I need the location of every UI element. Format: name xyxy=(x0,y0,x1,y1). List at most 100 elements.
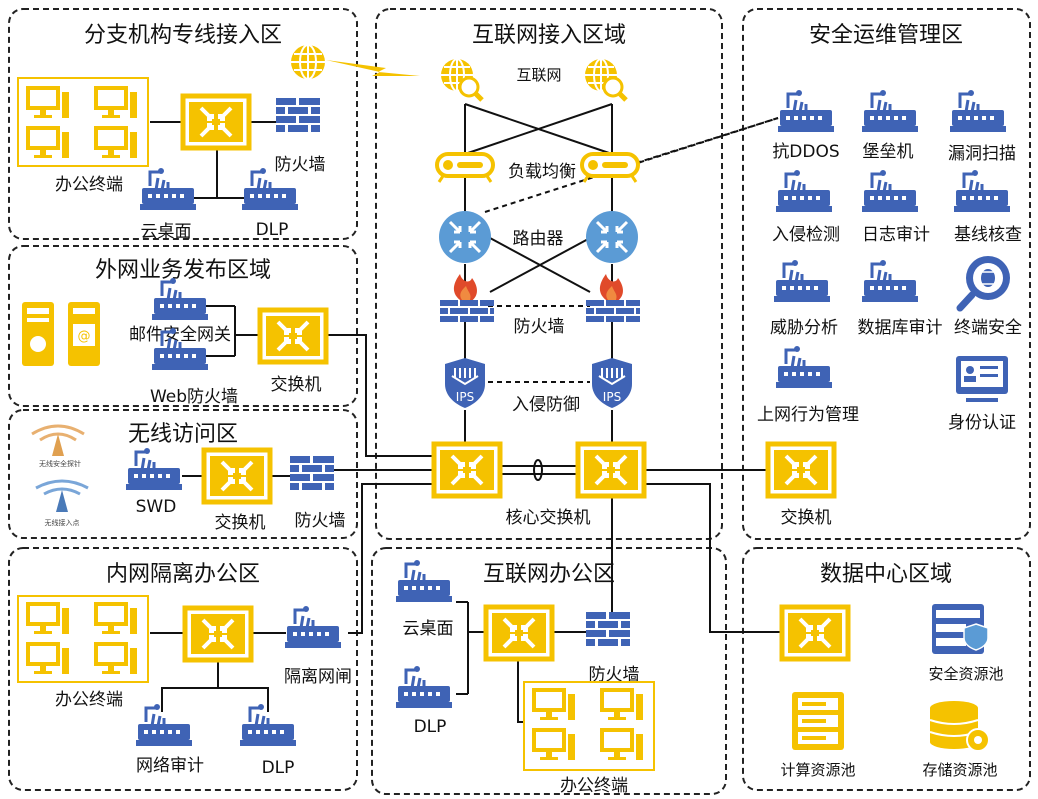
swd-label: SWD xyxy=(136,497,177,517)
wireless-firewall-icon[interactable] xyxy=(290,456,334,490)
bastion-host-icon[interactable] xyxy=(860,88,920,134)
endpoint-security-icon[interactable] xyxy=(956,256,1010,312)
ids-icon[interactable] xyxy=(774,168,834,214)
storage-pool-label: 存储资源池 xyxy=(922,761,997,779)
vuln-scan-icon[interactable] xyxy=(948,88,1008,134)
extpub-switch-icon[interactable] xyxy=(260,310,326,362)
svg-text:@: @ xyxy=(78,329,91,344)
mail-gateway-icon[interactable] xyxy=(150,276,210,322)
threat-analysis-label: 威胁分析 xyxy=(770,318,838,338)
ips-label: 入侵防御 xyxy=(512,395,580,415)
io-firewall-icon[interactable] xyxy=(586,612,630,646)
io-office-group xyxy=(523,681,655,771)
load-balancer-left-icon[interactable] xyxy=(435,152,495,184)
wireless-title: 无线访问区 xyxy=(128,422,238,447)
router-label: 路由器 xyxy=(513,229,564,249)
branch-cloud-desktop-icon[interactable] xyxy=(138,166,198,212)
zone-internet-access xyxy=(375,8,723,540)
baseline-check-label: 基线核查 xyxy=(954,225,1022,245)
branch-dlp-label: DLP xyxy=(256,220,289,240)
intranet-audit-icon[interactable] xyxy=(134,702,194,748)
intranet-dlp-label: DLP xyxy=(262,758,295,778)
firewall-left-icon[interactable] xyxy=(440,274,494,322)
zone-secops xyxy=(742,8,1031,540)
core-switch-right-icon[interactable] xyxy=(578,444,644,496)
lightning-icon xyxy=(326,60,420,76)
router-right-icon[interactable] xyxy=(584,209,640,265)
baseline-check-icon[interactable] xyxy=(952,168,1012,214)
compute-pool-label: 计算资源池 xyxy=(780,761,855,779)
storage-pool-icon[interactable] xyxy=(929,701,990,752)
internet-access-title: 互联网接入区域 xyxy=(472,23,626,48)
secops-title: 安全运维管理区 xyxy=(809,23,963,48)
io-office-label: 办公终端 xyxy=(560,776,628,796)
zone-internet-office xyxy=(371,547,727,795)
security-pool-label: 安全资源池 xyxy=(928,665,1003,683)
db-audit-icon[interactable] xyxy=(860,258,920,304)
isolation-gap-icon[interactable] xyxy=(283,604,343,650)
ips-left-text: IPS xyxy=(456,390,474,404)
io-pc-icons xyxy=(532,688,643,760)
wireless-probe-label: 无线安全探针 xyxy=(39,459,81,468)
anti-ddos-label: 抗DDOS xyxy=(772,142,839,162)
threat-analysis-icon[interactable] xyxy=(772,258,832,304)
web-behavior-icon[interactable] xyxy=(774,344,834,390)
datacenter-title: 数据中心区域 xyxy=(820,562,952,587)
web-behavior-label: 上网行为管理 xyxy=(757,405,859,425)
internet-left-icon xyxy=(441,59,482,100)
branch-title: 分支机构专线接入区 xyxy=(84,23,282,48)
zone-branch xyxy=(8,8,358,240)
branch-switch-icon[interactable] xyxy=(183,96,249,148)
log-audit-icon[interactable] xyxy=(860,168,920,214)
zone-extpub xyxy=(8,245,358,407)
io-dlp-label: DLP xyxy=(414,717,447,737)
io-dlp-icon[interactable] xyxy=(394,664,454,710)
ips-right-text: IPS xyxy=(603,390,621,404)
branch-globe-icon xyxy=(290,44,326,80)
branch-firewall-icon[interactable] xyxy=(276,98,320,132)
io-cloud-desktop-icon[interactable] xyxy=(394,558,454,604)
access-firewall-label: 防火墙 xyxy=(514,317,565,337)
router-left-icon[interactable] xyxy=(437,209,493,265)
io-cloud-desktop-label: 云桌面 xyxy=(403,619,454,639)
intranet-audit-label: 网络审计 xyxy=(136,756,204,776)
internet-label: 互联网 xyxy=(516,66,561,84)
zone-intranet xyxy=(8,547,358,791)
intranet-office-label: 办公终端 xyxy=(55,690,123,710)
intranet-office-group xyxy=(17,595,149,683)
core-switch-left-icon[interactable] xyxy=(434,444,500,496)
core-switch-label: 核心交换机 xyxy=(506,508,591,528)
branch-office-group xyxy=(17,77,149,167)
log-audit-label: 日志审计 xyxy=(862,225,930,245)
intranet-switch-icon[interactable] xyxy=(185,608,251,660)
identity-auth-icon[interactable] xyxy=(956,356,1008,402)
wireless-switch-label: 交换机 xyxy=(215,513,266,533)
compute-pool-icon[interactable] xyxy=(792,692,844,750)
zone-borders xyxy=(8,8,1031,795)
web-firewall-label: Web防火墙 xyxy=(150,387,238,407)
zone-datacenter xyxy=(742,547,1031,791)
extpub-title: 外网业务发布区域 xyxy=(95,258,271,283)
vuln-scan-label: 漏洞扫描 xyxy=(948,144,1016,164)
internet-right-icon xyxy=(585,59,626,100)
endpoint-security-label: 终端安全 xyxy=(954,318,1022,338)
bastion-host-label: 堡垒机 xyxy=(863,142,914,162)
io-switch-icon[interactable] xyxy=(486,607,552,659)
identity-auth-label: 身份认证 xyxy=(948,413,1016,433)
anti-ddos-icon[interactable] xyxy=(776,88,836,134)
mail-gateway-label: 邮件安全网关 xyxy=(129,325,231,345)
db-audit-label: 数据库审计 xyxy=(858,318,943,338)
branch-office-label: 办公终端 xyxy=(55,175,123,195)
intranet-title: 内网隔离办公区 xyxy=(106,562,260,587)
wireless-switch-icon[interactable] xyxy=(204,450,270,502)
secops-switch-icon[interactable] xyxy=(768,444,834,496)
swd-icon[interactable] xyxy=(124,446,184,492)
security-pool-icon[interactable] xyxy=(932,604,989,654)
dc-switch-icon[interactable] xyxy=(782,607,848,659)
connection-lines xyxy=(150,103,782,723)
intranet-pc-icons xyxy=(26,602,137,674)
wireless-probe-icon xyxy=(31,424,85,456)
mail-server-icon xyxy=(22,302,54,366)
io-firewall-label: 防火墙 xyxy=(589,665,640,685)
